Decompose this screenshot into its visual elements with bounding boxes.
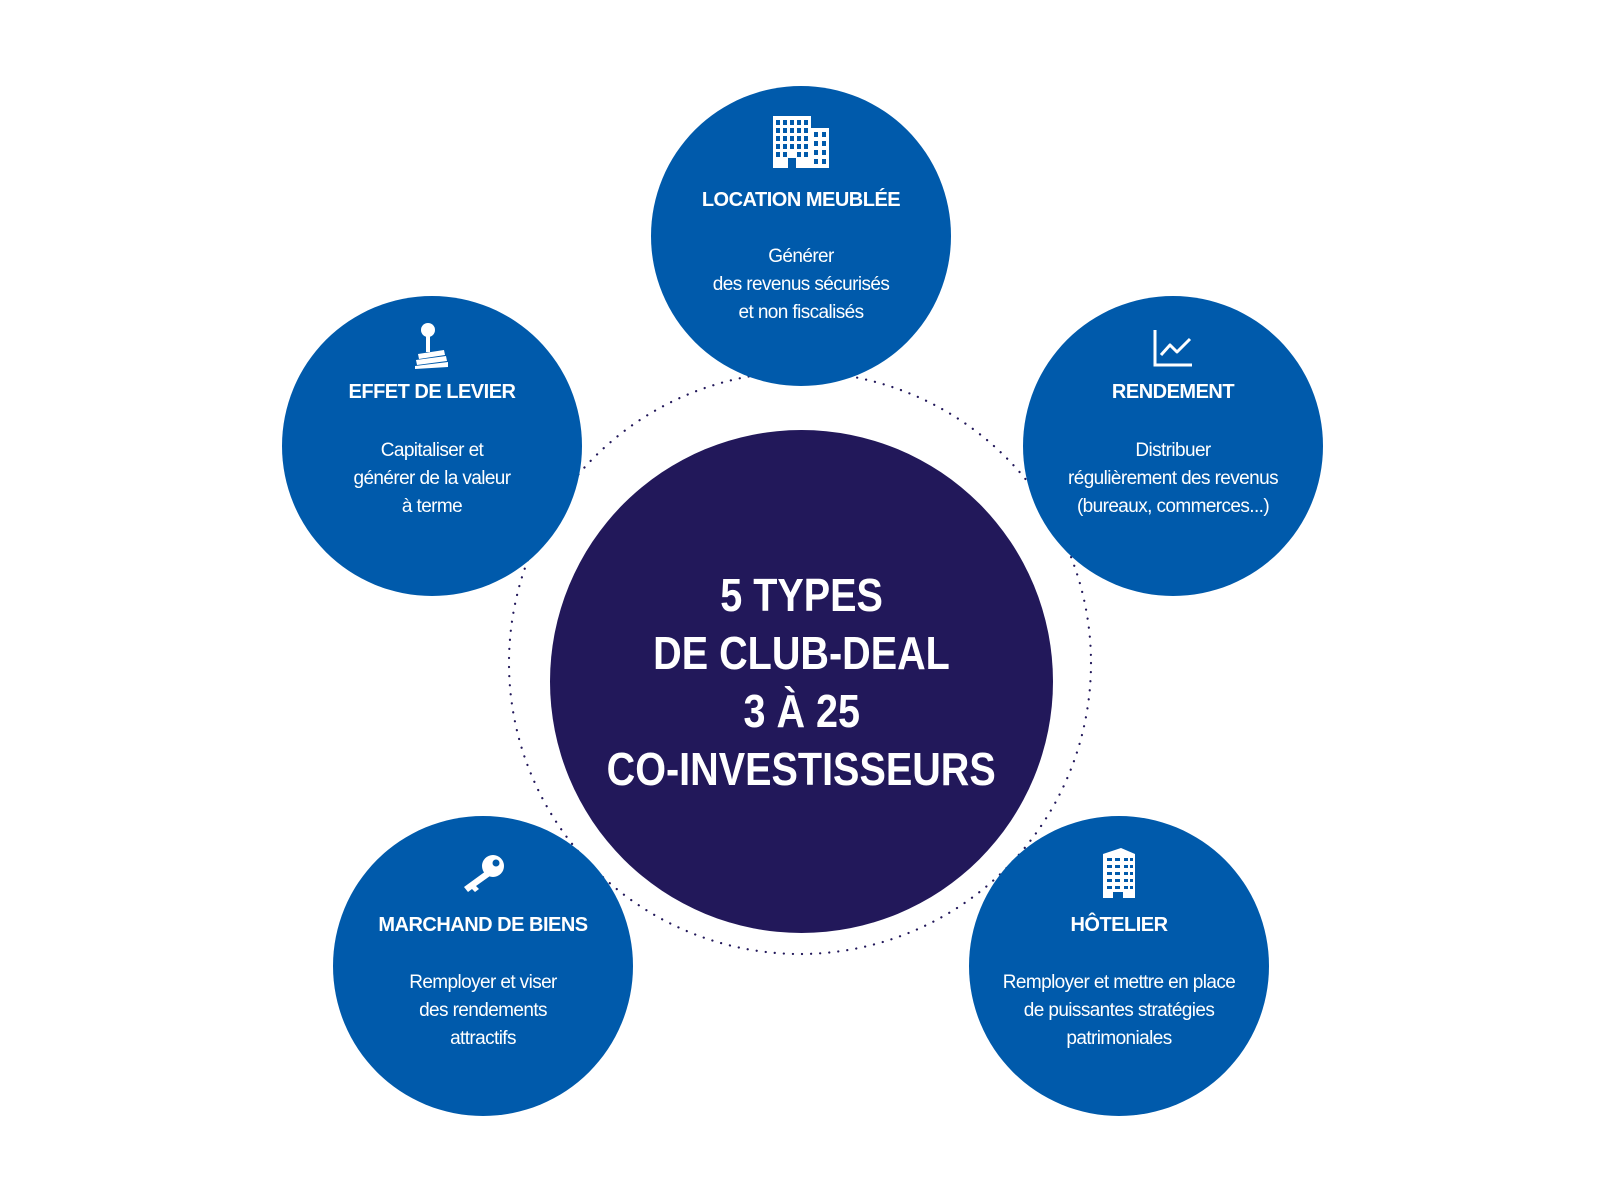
key-icon [464,855,504,892]
description-line: et non fiscalisés [738,302,865,323]
description-line: (bureaux, commerces...) [1076,496,1270,517]
satellite-description: Remployer et mettre en place de puissant… [969,969,1269,1053]
satellite-description: Capitaliser et générer de la valeur à te… [282,437,582,521]
description-line: Capitaliser et [380,440,484,461]
satellite-hotelier: HÔTELIER Remployer et mettre en place de… [969,816,1269,1116]
description-line: patrimoniales [1066,1028,1172,1049]
center-line-2: DE CLUB-DEAL [653,626,950,679]
satellite-description: Remployer et viser des rendements attrac… [333,969,633,1053]
center-line-1: 5 TYPES [720,568,883,621]
description-line: des rendements [419,1000,547,1021]
satellite-title: LOCATION MEUBLÉE [701,189,901,211]
satellite-title: HÔTELIER [1070,914,1168,936]
center-circle: 5 TYPES DE CLUB-DEAL 3 À 25 CO-INVESTISS… [550,430,1053,933]
office-building-icon [773,116,829,168]
satellite-title: MARCHAND DE BIENS [378,914,588,936]
lever-icon [415,323,448,369]
description-line: de puissantes stratégies [1023,1000,1215,1021]
satellite-description: Générer des revenus sécurisés et non fis… [651,243,951,327]
line-chart-icon [1153,330,1192,367]
description-line: générer de la valeur [353,468,512,489]
hotel-tower-icon [1103,848,1135,898]
satellite-effet-de-levier: EFFET DE LEVIER Capitaliser et générer d… [282,296,582,596]
center-line-4: CO-INVESTISSEURS [606,742,997,795]
center-line-3: 3 À 25 [743,684,860,737]
description-line: Remployer et mettre en place [1002,972,1236,993]
satellite-title: RENDEMENT [1111,381,1235,403]
description-line: attractifs [450,1028,516,1049]
satellite-location-meublee: LOCATION MEUBLÉE Générer des revenus séc… [651,86,951,386]
satellite-rendement: RENDEMENT Distribuer régulièrement des r… [1023,296,1323,596]
description-line: à terme [401,496,463,517]
satellite-title: EFFET DE LEVIER [348,381,516,403]
description-line: Générer [768,246,834,267]
description-line: Distribuer [1135,440,1211,461]
satellite-description: Distribuer régulièrement des revenus (bu… [1023,437,1323,521]
description-line: régulièrement des revenus [1068,468,1279,489]
satellite-marchand-de-biens: MARCHAND DE BIENS Remployer et viser des… [333,816,633,1116]
description-line: Remployer et viser [409,972,557,993]
description-line: des revenus sécurisés [712,274,890,295]
